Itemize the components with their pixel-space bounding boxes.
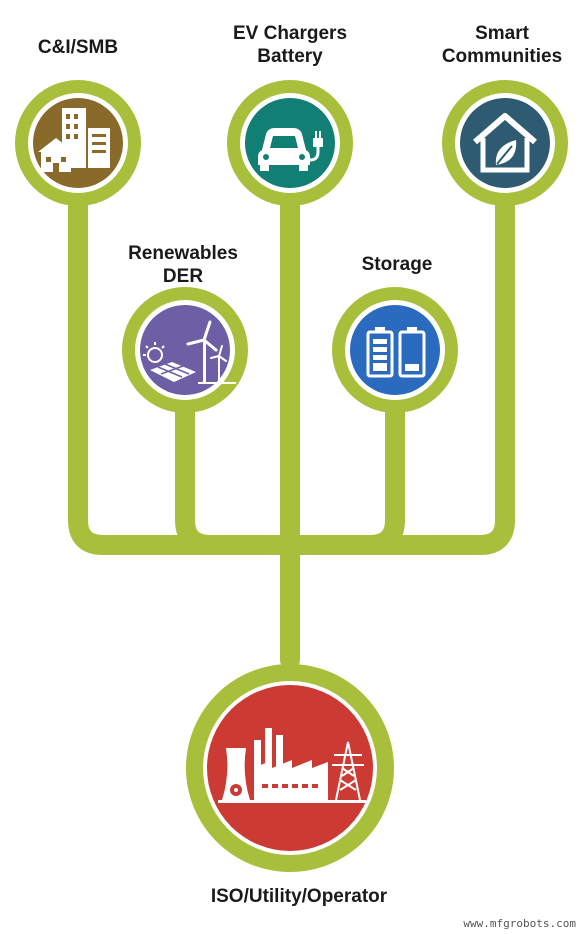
node-ci-smb[interactable] bbox=[15, 80, 141, 206]
battery-storage-icon bbox=[366, 327, 426, 378]
power-plant-icon bbox=[218, 728, 366, 803]
label-renewables-der: Renewables DER bbox=[128, 243, 238, 287]
node-smart-communities[interactable] bbox=[442, 80, 568, 206]
branch-storage bbox=[360, 400, 405, 555]
connector-lines bbox=[68, 195, 515, 670]
label-ci-smb: C&I/SMB bbox=[37, 37, 119, 58]
branch-ci-smb bbox=[68, 195, 300, 555]
node-ev-chargers[interactable] bbox=[227, 80, 353, 206]
ev-charger-icon bbox=[258, 128, 323, 171]
solar-wind-icon bbox=[143, 320, 236, 384]
label-iso-utility-operator: ISO/Utility/Operator bbox=[210, 886, 388, 907]
eco-home-icon bbox=[473, 113, 537, 173]
branch-smart bbox=[280, 195, 515, 555]
label-ev-chargers: EV Chargers Battery bbox=[232, 23, 348, 67]
label-storage: Storage bbox=[361, 254, 433, 275]
node-iso-utility-operator[interactable] bbox=[186, 664, 394, 872]
label-smart-communities: Smart Communities bbox=[441, 23, 563, 67]
branch-renewables bbox=[175, 400, 220, 555]
node-renewables-der[interactable] bbox=[122, 287, 248, 413]
watermark: www.mfgrobots.com bbox=[463, 917, 576, 930]
node-storage[interactable] bbox=[332, 287, 458, 413]
